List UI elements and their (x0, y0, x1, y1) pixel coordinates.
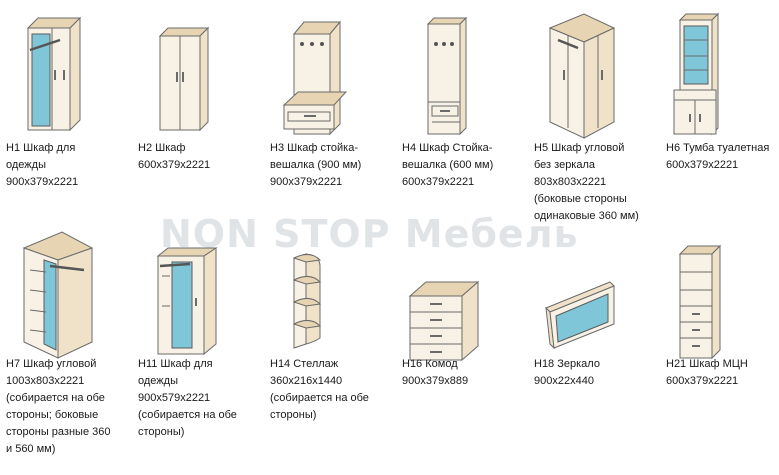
item-caption: Н16 Комод 900х379х889 (402, 356, 528, 390)
coat-rack-narrow-icon (426, 16, 468, 136)
caption-line: 900х22х440 (534, 375, 594, 387)
caption-line: 900х379х2221 (270, 176, 343, 188)
wardrobe-icon (158, 26, 210, 132)
item-caption: Н1 Шкаф для одежды 900х379х2221 (6, 140, 132, 191)
caption-line: (собирается на обе (270, 392, 369, 404)
item-caption: Н4 Шкаф Стойка- вешалка (600 мм) 600х379… (402, 140, 528, 191)
caption-line: одежды (138, 375, 178, 387)
caption-line: Н7 Шкаф угловой (6, 358, 97, 370)
item-caption: Н6 Тумба туалетная 600х379х2221 (666, 140, 779, 174)
caption-line: 600х379х2221 (402, 176, 475, 188)
catalog-item-h2[interactable]: Н2 Шкаф 600х379х2221 (132, 10, 260, 235)
caption-line: стороны) (270, 409, 317, 421)
tall-cabinet-icon (678, 244, 722, 360)
caption-line: Н11 Шкаф для (138, 358, 213, 370)
caption-line: Н5 Шкаф угловой (534, 142, 625, 154)
caption-line: Н16 Комод (402, 358, 458, 370)
catalog-item-h5[interactable]: Н5 Шкаф угловой без зеркала 803х803х2221… (528, 10, 656, 235)
catalog-item-h4[interactable]: Н4 Шкаф Стойка- вешалка (600 мм) 600х379… (396, 10, 524, 235)
caption-line: вешалка (900 мм) (270, 159, 362, 171)
catalog-item-h11[interactable]: Н11 Шкаф для одежды 900х579х2221 (собира… (132, 226, 260, 451)
catalog-item-h3[interactable]: Н3 Шкаф стойка- вешалка (900 мм) 900х379… (264, 10, 392, 235)
caption-line: (собирается на обе (138, 409, 237, 421)
catalog-item-h14[interactable]: Н14 Стеллаж 360х216х1440 (собирается на … (264, 226, 392, 451)
catalog-item-h21[interactable]: Н21 Шкаф МЦН 600х379х2221 (660, 226, 779, 451)
caption-line: Н14 Стеллаж (270, 358, 339, 370)
item-caption: Н18 Зеркало 900х22х440 (534, 356, 660, 390)
caption-line: (боковые стороны (534, 193, 627, 205)
caption-line: без зеркала (534, 159, 596, 171)
caption-line: Н6 Тумба туалетная (666, 142, 770, 154)
catalog-item-h18[interactable]: Н18 Зеркало 900х22х440 (528, 226, 656, 451)
caption-line: стороны разные 360 (6, 426, 111, 438)
item-caption: Н21 Шкаф МЦН 600х379х2221 (666, 356, 779, 390)
caption-line: 803х803х2221 (534, 176, 607, 188)
corner-wardrobe-icon (548, 13, 616, 139)
catalog-item-h1[interactable]: Н1 Шкаф для одежды 900х379х2221 (0, 10, 128, 235)
item-caption: Н3 Шкаф стойка- вешалка (900 мм) 900х379… (270, 140, 396, 191)
caption-line: 600х379х2221 (138, 159, 211, 171)
caption-line: 900х579х2221 (138, 392, 211, 404)
wardrobe-narrow-mirror-icon (156, 247, 218, 356)
caption-line: Н18 Зеркало (534, 358, 600, 370)
caption-line: 900х379х889 (402, 375, 469, 387)
chest-of-drawers-icon (408, 280, 480, 362)
item-caption: Н11 Шкаф для одежды 900х579х2221 (собира… (138, 356, 264, 441)
caption-line: 600х379х2221 (666, 375, 739, 387)
wall-mirror-icon (545, 281, 615, 350)
caption-line: 900х379х2221 (6, 176, 79, 188)
caption-line: 600х379х2221 (666, 159, 739, 171)
item-caption: Н7 Шкаф угловой 1003х803х2221 (собираетс… (6, 356, 132, 458)
caption-line: вешалка (600 мм) (402, 159, 494, 171)
caption-line: стороны) (138, 426, 185, 438)
caption-line: Н4 Шкаф Стойка- (402, 142, 493, 154)
caption-line: стороны; боковые (6, 409, 99, 421)
item-caption: Н2 Шкаф 600х379х2221 (138, 140, 264, 174)
caption-line: 360х216х1440 (270, 375, 343, 387)
corner-wardrobe-mirror-icon (22, 231, 94, 359)
caption-line: (собирается на обе (6, 392, 105, 404)
wardrobe-mirror-icon (26, 16, 82, 132)
item-caption: Н14 Стеллаж 360х216х1440 (собирается на … (270, 356, 396, 424)
caption-line: одинаковые 360 мм) (534, 210, 639, 222)
catalog-item-h7[interactable]: Н7 Шкаф угловой 1003х803х2221 (собираетс… (0, 226, 128, 455)
dressing-cabinet-icon (673, 12, 720, 136)
coat-rack-wide-icon (282, 20, 348, 136)
caption-line: Н3 Шкаф стойка- (270, 142, 358, 154)
caption-line: 1003х803х2221 (6, 375, 85, 387)
catalog-item-h6[interactable]: Н6 Тумба туалетная 600х379х2221 (660, 10, 779, 235)
item-caption: Н5 Шкаф угловой без зеркала 803х803х2221… (534, 140, 660, 225)
catalog-item-h16[interactable]: Н16 Комод 900х379х889 (396, 226, 524, 451)
caption-line: Н21 Шкаф МЦН (666, 358, 748, 370)
caption-line: Н2 Шкаф (138, 142, 186, 154)
caption-line: Н1 Шкаф для (6, 142, 76, 154)
caption-line: одежды (6, 159, 46, 171)
caption-line: и 560 мм) (6, 443, 56, 455)
corner-shelf-icon (292, 253, 322, 349)
